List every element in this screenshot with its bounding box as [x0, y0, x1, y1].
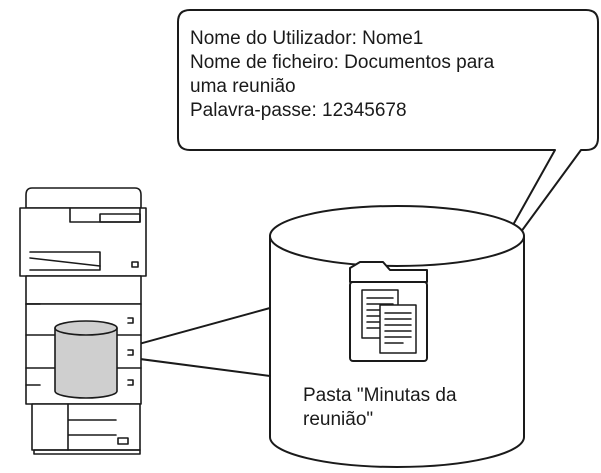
connector-lines	[116, 307, 271, 377]
callout-password: Palavra-passe: 12345678	[190, 100, 407, 121]
folder-caption-line1: Pasta "Minutas da	[303, 385, 457, 406]
storage-drive-icon	[54, 320, 118, 399]
callout-file-name: Nome de ficheiro: Documentos para	[190, 52, 495, 73]
callout-text: Nome do Utilizador: Nome1 Nome de fichei…	[190, 27, 585, 123]
callout-bubble	[177, 9, 599, 301]
printer-icon	[19, 187, 147, 455]
folder-caption-line2: reunião"	[303, 409, 374, 430]
callout-file-name-cont: uma reunião	[190, 76, 296, 97]
folder-caption: Pasta "Minutas da reunião"	[303, 384, 523, 432]
callout-user-name: Nome do Utilizador: Nome1	[190, 28, 424, 49]
folder-documents-icon	[349, 261, 428, 362]
